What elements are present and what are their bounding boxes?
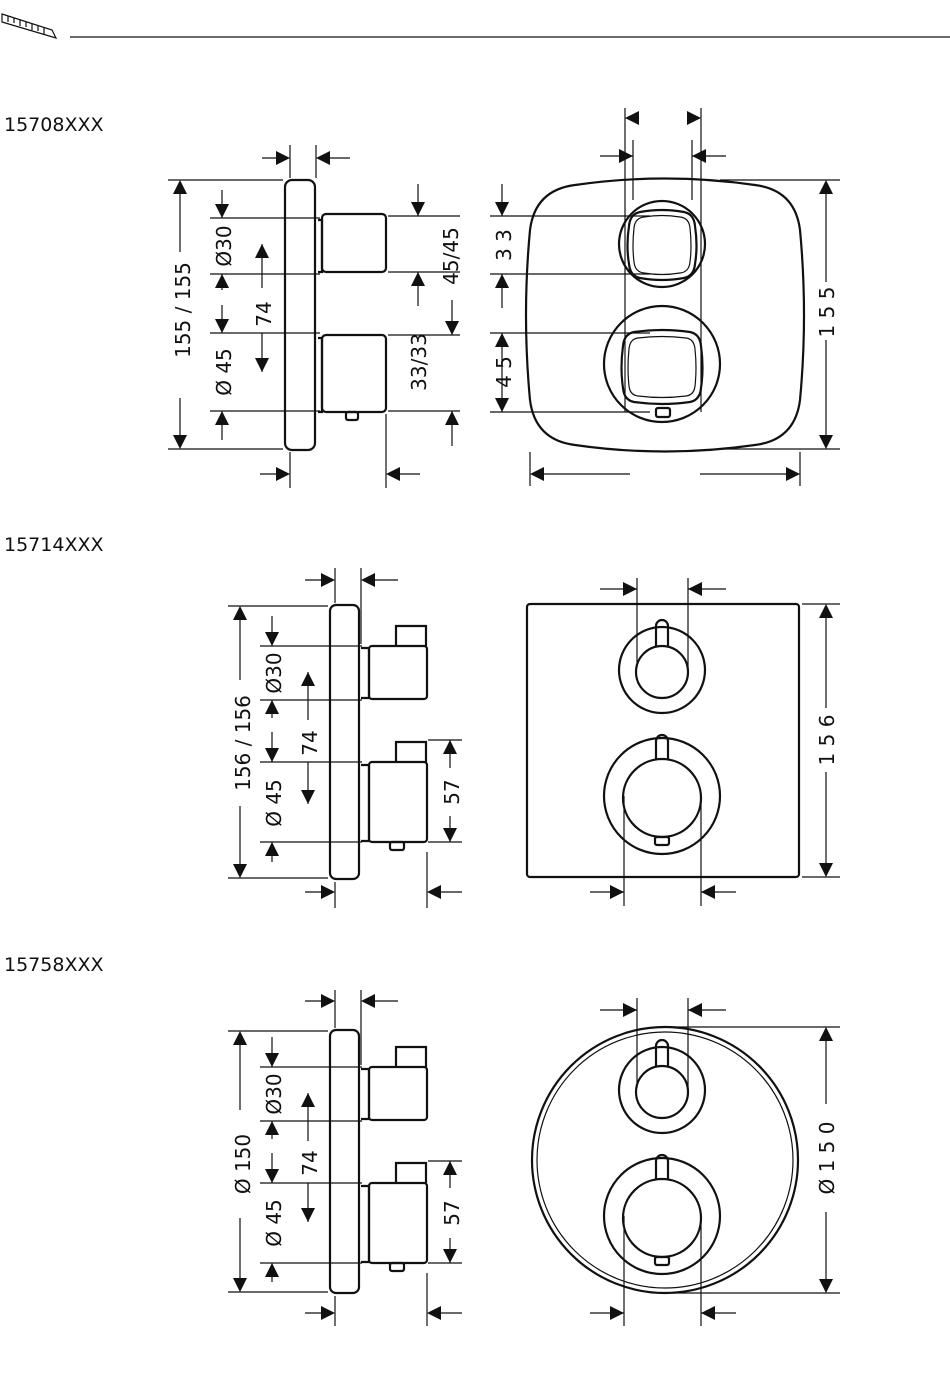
dim-spacing-2: 74 [298, 730, 322, 755]
dim-d45-1: Ø 45 [212, 348, 236, 396]
dim-depth-bottom-1: 33/33 [407, 333, 431, 391]
dim-overall-2: 156 / 156 [231, 695, 255, 791]
dim-depth-2: 57 [440, 779, 464, 804]
dim-spacing-3: 74 [298, 1150, 322, 1175]
dim-bottom-knob-1: 4 5 [492, 356, 516, 388]
dim-spacing-1: 74 [252, 301, 276, 326]
model-3-front-view: Ø 1 5 0 [532, 998, 840, 1326]
model-1-front-view: 3 3 4 5 1 5 5 [490, 108, 840, 486]
dim-height-1: 1 5 5 [815, 287, 839, 338]
dim-overall-1: 155 / 155 [171, 262, 195, 358]
model-1-side-view: 155 / 155 Ø30 74 Ø 45 45/45 33/33 [168, 145, 463, 488]
dim-depth-top-1: 45/45 [439, 227, 463, 285]
dim-d45-3: Ø 45 [262, 1199, 286, 1247]
ruler-logo-icon [2, 14, 56, 38]
dim-d45-2: Ø 45 [262, 779, 286, 827]
dim-height-2: 1 5 6 [815, 715, 839, 766]
dim-d30-1: Ø30 [212, 225, 236, 266]
dim-d30-2: Ø30 [262, 652, 286, 693]
dim-depth-3: 57 [440, 1200, 464, 1225]
dim-d30-3: Ø30 [262, 1073, 286, 1114]
dim-diameter-3: Ø 1 5 0 [815, 1122, 839, 1195]
model-2-side-view: 156 / 156 Ø30 74 Ø 45 57 [228, 568, 464, 908]
dim-overall-3: Ø 150 [231, 1134, 255, 1194]
dim-top-knob-1: 3 3 [492, 229, 516, 261]
model-2-front-view: 1 5 6 [527, 578, 840, 906]
model-3-side-view: Ø 150 Ø30 74 Ø 45 57 [228, 990, 464, 1326]
